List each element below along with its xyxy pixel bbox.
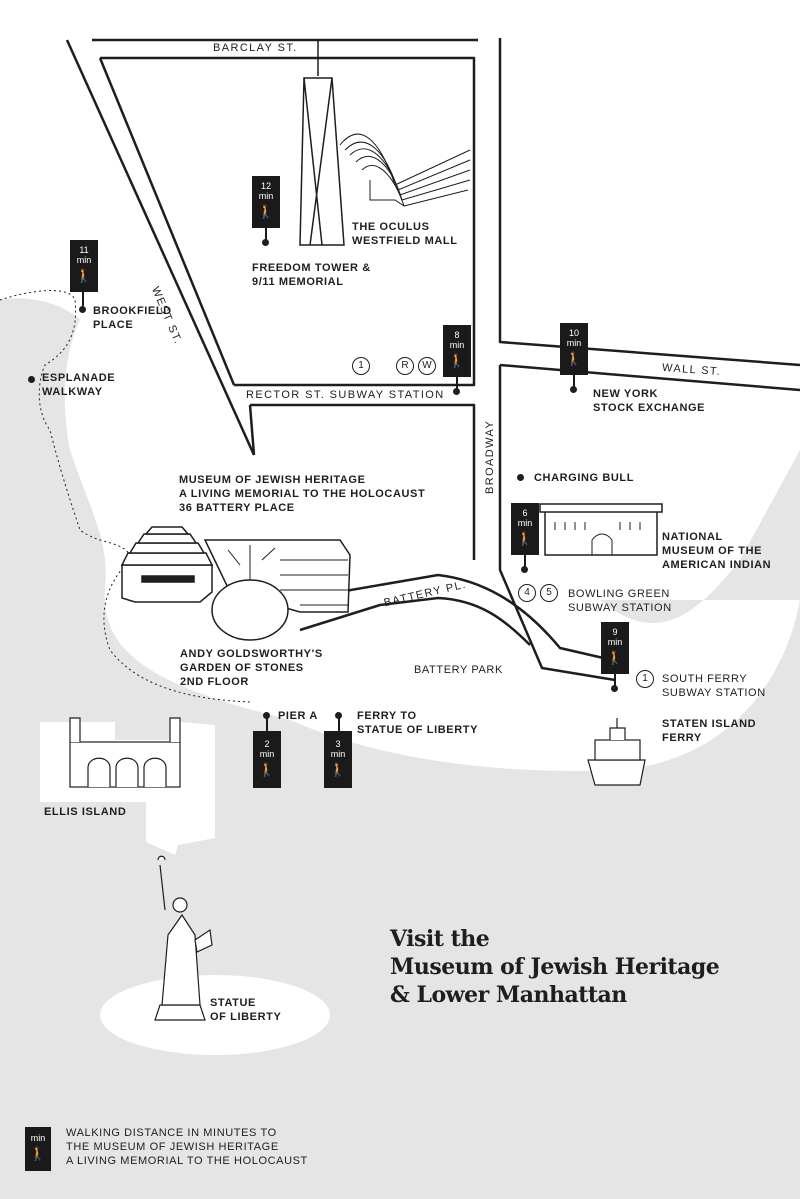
walking-person-icon: 🚶 [516, 531, 534, 546]
marker-stem [614, 674, 616, 686]
marker-stem [266, 718, 268, 732]
subway-badge-5-bowling: 5 [540, 584, 558, 602]
street-barclay: BARCLAY ST. [213, 42, 298, 54]
legend-marker: min 🚶 [25, 1127, 51, 1171]
water [0, 298, 800, 1199]
marker-dot [263, 712, 270, 719]
marker-stem [573, 375, 575, 387]
marker-dot [570, 386, 577, 393]
walk-marker-pier-a[interactable]: 2 min 🚶 [253, 731, 281, 788]
walk-marker-brookfield[interactable]: 11 min 🚶 [70, 240, 98, 292]
marker-stem [524, 555, 526, 567]
marker-stem [456, 377, 458, 389]
subway-badge-4-bowling: 4 [518, 584, 536, 602]
label-battery-park: BATTERY PARK [414, 664, 503, 676]
label-pier-a: PIER A [278, 710, 318, 722]
walking-person-icon: 🚶 [257, 204, 275, 219]
marker-stem [338, 718, 340, 732]
walk-marker-ferry[interactable]: 3 min 🚶 [324, 731, 352, 788]
subway-badge-1-rector: 1 [352, 357, 370, 375]
walking-person-icon: 🚶 [75, 268, 93, 283]
legend-text: WALKING DISTANCE IN MINUTES TO THE MUSEU… [66, 1127, 308, 1167]
walk-marker-rector[interactable]: 8 min 🚶 [443, 325, 471, 377]
marker-dot [453, 388, 460, 395]
nmai-drawing [539, 503, 663, 556]
marker-dot [521, 566, 528, 573]
label-ellis-island: ELLIS ISLAND [44, 806, 127, 818]
walk-marker-bowling[interactable]: 6 min 🚶 [511, 503, 539, 555]
subway-badge-r-rector: R [396, 357, 414, 375]
ellis-building-drawing [69, 717, 181, 788]
walking-person-icon: 🚶 [606, 650, 624, 665]
walk-marker-south-ferry[interactable]: 9 min 🚶 [601, 622, 629, 674]
marker-dot [611, 685, 618, 692]
statue-liberty-drawing [154, 855, 213, 1021]
subway-badge-1-south-ferry: 1 [636, 670, 654, 688]
dot-esplanade [28, 376, 35, 383]
oculus-drawing [339, 133, 471, 207]
walking-person-icon: 🚶 [258, 762, 276, 777]
liberty-island-land [100, 975, 330, 1055]
marker-dot [262, 239, 269, 246]
marker-stem [82, 292, 84, 306]
street-grid [65, 38, 800, 682]
subway-badge-w-rector: W [418, 357, 436, 375]
museum-heritage-drawing [120, 526, 351, 641]
label-charging-bull: CHARGING BULL [534, 472, 635, 484]
street-rector: RECTOR ST. SUBWAY STATION [246, 389, 445, 401]
walking-person-icon: 🚶 [29, 1146, 47, 1161]
marker-dot [335, 712, 342, 719]
street-broadway: BROADWAY [484, 419, 496, 494]
freedom-tower-drawing [299, 40, 345, 246]
ferry-drawing [587, 718, 646, 786]
map-title: Visit the Museum of Jewish Heritage & Lo… [390, 926, 720, 1008]
walk-marker-nyse[interactable]: 10 min 🚶 [560, 323, 588, 375]
dot-brookfield [79, 306, 86, 313]
walking-person-icon: 🚶 [329, 762, 347, 777]
shoreline-walk [0, 290, 251, 703]
walk-marker-freedom[interactable]: 12 min 🚶 [252, 176, 280, 228]
marker-stem [265, 228, 267, 240]
label-freedom-tower: FREEDOM TOWER &9/11 MEMORIAL [252, 262, 371, 288]
walking-person-icon: 🚶 [448, 353, 466, 368]
walking-person-icon: 🚶 [565, 351, 583, 366]
dot-charging-bull [517, 474, 524, 481]
